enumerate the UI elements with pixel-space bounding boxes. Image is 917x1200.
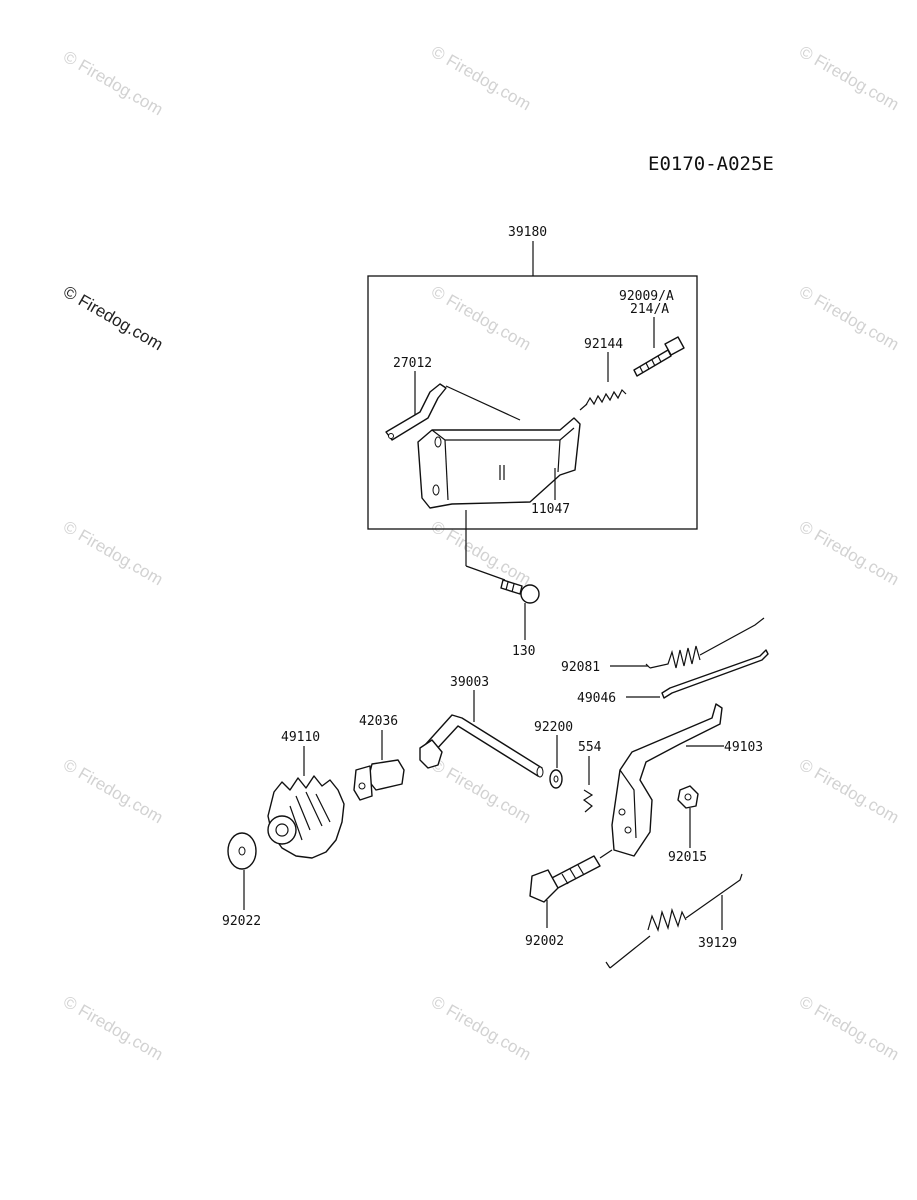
watermark: © Firedog.com xyxy=(60,992,166,1064)
label-39003: 39003 xyxy=(450,675,489,690)
rod-49046 xyxy=(661,649,769,699)
label-11047: 11047 xyxy=(531,502,570,517)
watermark: © Firedog.com xyxy=(796,282,902,354)
diagram-code: E0170-A025E xyxy=(648,153,774,175)
watermark: © Firedog.com xyxy=(428,755,534,827)
link-27012 xyxy=(385,383,447,441)
collar-42036 xyxy=(353,759,405,801)
washer-92200 xyxy=(549,769,563,789)
bolt-130 xyxy=(500,579,540,604)
washer-92022 xyxy=(227,832,257,870)
label-92015: 92015 xyxy=(668,850,707,865)
watermark: © Firedog.com xyxy=(60,755,166,827)
label-42036: 42036 xyxy=(359,714,398,729)
bolt-92002 xyxy=(529,855,601,903)
pin-554 xyxy=(582,789,594,813)
label-49110: 49110 xyxy=(281,730,320,745)
label-92200: 92200 xyxy=(534,720,573,735)
bolt-92009 xyxy=(633,336,685,377)
label-130: 130 xyxy=(512,644,535,659)
watermarks: © Firedog.com © Firedog.com © Firedog.co… xyxy=(60,42,902,1064)
label-92009: 92009/A xyxy=(619,289,674,304)
label-39129: 39129 xyxy=(698,936,737,951)
watermark: © Firedog.com xyxy=(428,282,534,354)
spring-92144 xyxy=(579,388,627,411)
label-39180: 39180 xyxy=(508,225,547,240)
label-49046: 49046 xyxy=(577,691,616,706)
watermark-main: © Firedog.com xyxy=(60,282,166,354)
label-554: 554 xyxy=(578,740,602,755)
watermark: © Firedog.com xyxy=(60,47,166,119)
bracket-11047 xyxy=(417,417,581,509)
watermark: © Firedog.com xyxy=(796,992,902,1064)
label-92144: 92144 xyxy=(584,337,623,352)
shaft-39003 xyxy=(419,714,544,778)
label-49103: 49103 xyxy=(724,740,763,755)
lever-49103 xyxy=(611,703,723,857)
watermark: © Firedog.com xyxy=(60,517,166,589)
watermark: © Firedog.com xyxy=(796,517,902,589)
label-92002: 92002 xyxy=(525,934,564,949)
watermark: © Firedog.com xyxy=(796,755,902,827)
assembly-box xyxy=(367,275,698,530)
watermark: © Firedog.com xyxy=(796,42,902,114)
watermark: © Firedog.com xyxy=(428,517,534,589)
watermark: © Firedog.com xyxy=(428,42,534,114)
label-27012: 27012 xyxy=(393,356,432,371)
label-214: 214/A xyxy=(630,302,669,317)
watermark: © Firedog.com xyxy=(428,992,534,1064)
nut-92015 xyxy=(677,785,699,809)
governor-gear-49110 xyxy=(267,775,345,859)
label-92081: 92081 xyxy=(561,660,600,675)
spring-39129 xyxy=(605,873,743,969)
spring-92081 xyxy=(645,617,765,669)
label-92022: 92022 xyxy=(222,914,261,929)
